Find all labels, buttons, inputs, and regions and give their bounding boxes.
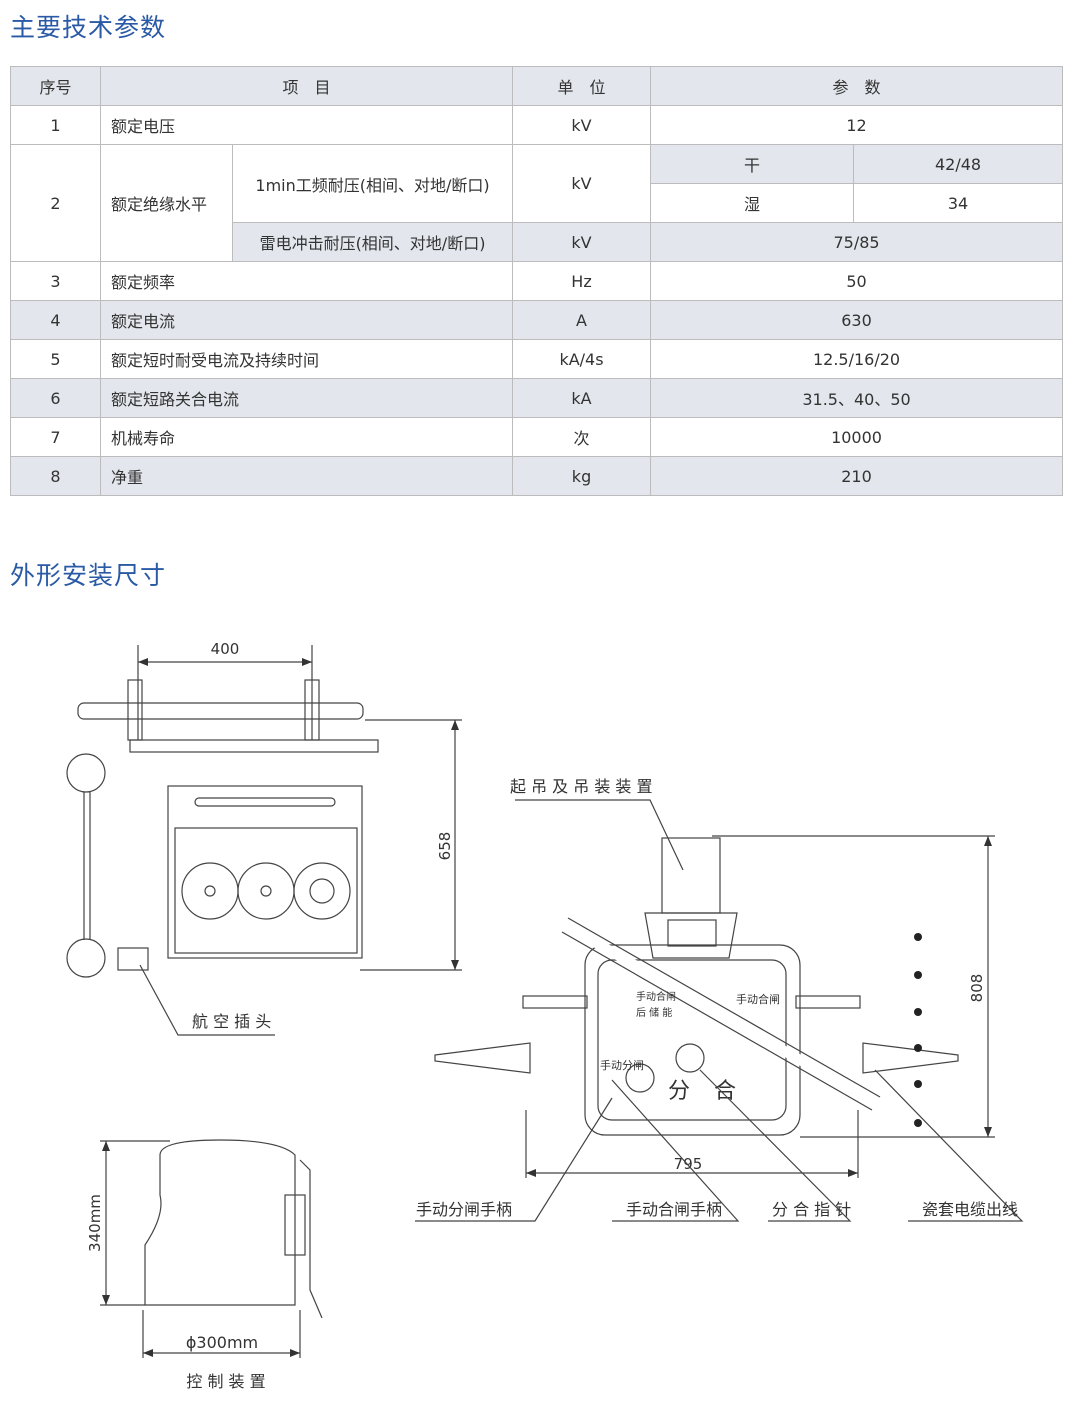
cell-value: 210 <box>650 456 1064 496</box>
table-row: 8 净重 kg 210 <box>10 456 1064 496</box>
cell-dry-label: 干 <box>650 144 855 184</box>
table-row: 7 机械寿命 次 10000 <box>10 417 1064 457</box>
table-row: 6 额定短路关合电流 kA 31.5、40、50 <box>10 378 1064 418</box>
panel-text-close: 手动合闸 <box>736 992 780 1006</box>
cell-unit: kA <box>512 378 652 418</box>
label-lifting-device: 起 吊 及 吊 装 装 置 <box>510 777 653 796</box>
cell-unit: kg <box>512 456 652 496</box>
cell-unit: kA/4s <box>512 339 652 379</box>
cell-item: 净重 <box>99 456 514 496</box>
label-aviation-plug: 航 空 插 头 <box>192 1012 271 1031</box>
side-view-drawing: 400 航 空 插 头 658 <box>66 640 462 1036</box>
table-row: 4 额定电流 A 630 <box>10 300 1064 340</box>
table-header: 序号 项 目 单 位 参 数 <box>10 66 1064 106</box>
label-control-device: 控 制 装 置 <box>186 1372 265 1391</box>
header-no: 序号 <box>10 66 101 106</box>
cell-item: 额定电流 <box>99 300 514 340</box>
panel-text-store: 后 储 能 <box>636 1006 672 1019</box>
table-row: 5 额定短时耐受电流及持续时间 kA/4s 12.5/16/20 <box>10 339 1064 379</box>
section-title-specs: 主要技术参数 <box>10 13 167 42</box>
panel-char-open: 分 <box>668 1079 690 1104</box>
cell-item: 额定电压 <box>99 105 514 145</box>
cell-no: 7 <box>10 417 101 457</box>
table-row: 湿 34 <box>11 183 1064 223</box>
cell-value: 50 <box>650 261 1064 301</box>
cell-unit: kV <box>512 105 652 145</box>
cell-subitem: 雷电冲击耐压(相间、对地/断口) <box>231 222 514 262</box>
front-view-drawing: 起 吊 及 吊 装 装 置 手动合闸 后 储 能 手动合闸 手动分闸 分 合 8… <box>415 777 1024 1222</box>
spec-table: 序号 项 目 单 位 参 数 1 额定电压 kV 12 2 额定绝缘水平 1mi… <box>10 66 1064 496</box>
dim-340: 340mm <box>86 1194 104 1252</box>
cell-no: 2 <box>10 144 101 262</box>
panel-text-close-store: 手动合闸 <box>636 990 676 1003</box>
table-row: 1 额定电压 kV 12 <box>10 105 1064 145</box>
dim-808: 808 <box>968 974 986 1003</box>
table-row: 2 额定绝缘水平 1min工频耐压(相间、对地/断口) kV 干 42/48 <box>10 144 1064 262</box>
panel-text-open: 手动分闸 <box>600 1058 644 1072</box>
label-manual-close-handle: 手动合闸手柄 <box>626 1200 722 1219</box>
label-position-pointer: 分 合 指 针 <box>772 1200 851 1219</box>
dim-300: ϕ300mm <box>186 1333 258 1352</box>
panel-char-close: 合 <box>714 1079 736 1104</box>
cell-item: 额定绝缘水平 <box>100 144 233 262</box>
cell-item: 额定短时耐受电流及持续时间 <box>99 339 514 379</box>
section-title-dimensions: 外形安装尺寸 <box>10 561 167 590</box>
control-device-drawing: 340mm ϕ300mm 控 制 装 置 <box>86 1139 323 1391</box>
dim-795: 795 <box>674 1155 703 1173</box>
cell-dry-value: 42/48 <box>853 144 1064 184</box>
dots <box>914 933 922 1127</box>
header-unit: 单 位 <box>512 66 652 106</box>
dim-400: 400 <box>211 640 240 658</box>
dim-658: 658 <box>436 832 454 861</box>
cell-wet-value: 34 <box>853 183 1064 223</box>
cell-value: 31.5、40、50 <box>650 378 1064 418</box>
cell-unit: 次 <box>512 417 652 457</box>
cell-no: 3 <box>10 261 101 301</box>
cell-unit: kV <box>512 222 652 262</box>
cell-wet-label: 湿 <box>650 183 855 223</box>
label-bushing-cable: 瓷套电缆出线 <box>922 1200 1018 1219</box>
label-manual-open-handle: 手动分闸手柄 <box>416 1200 512 1219</box>
